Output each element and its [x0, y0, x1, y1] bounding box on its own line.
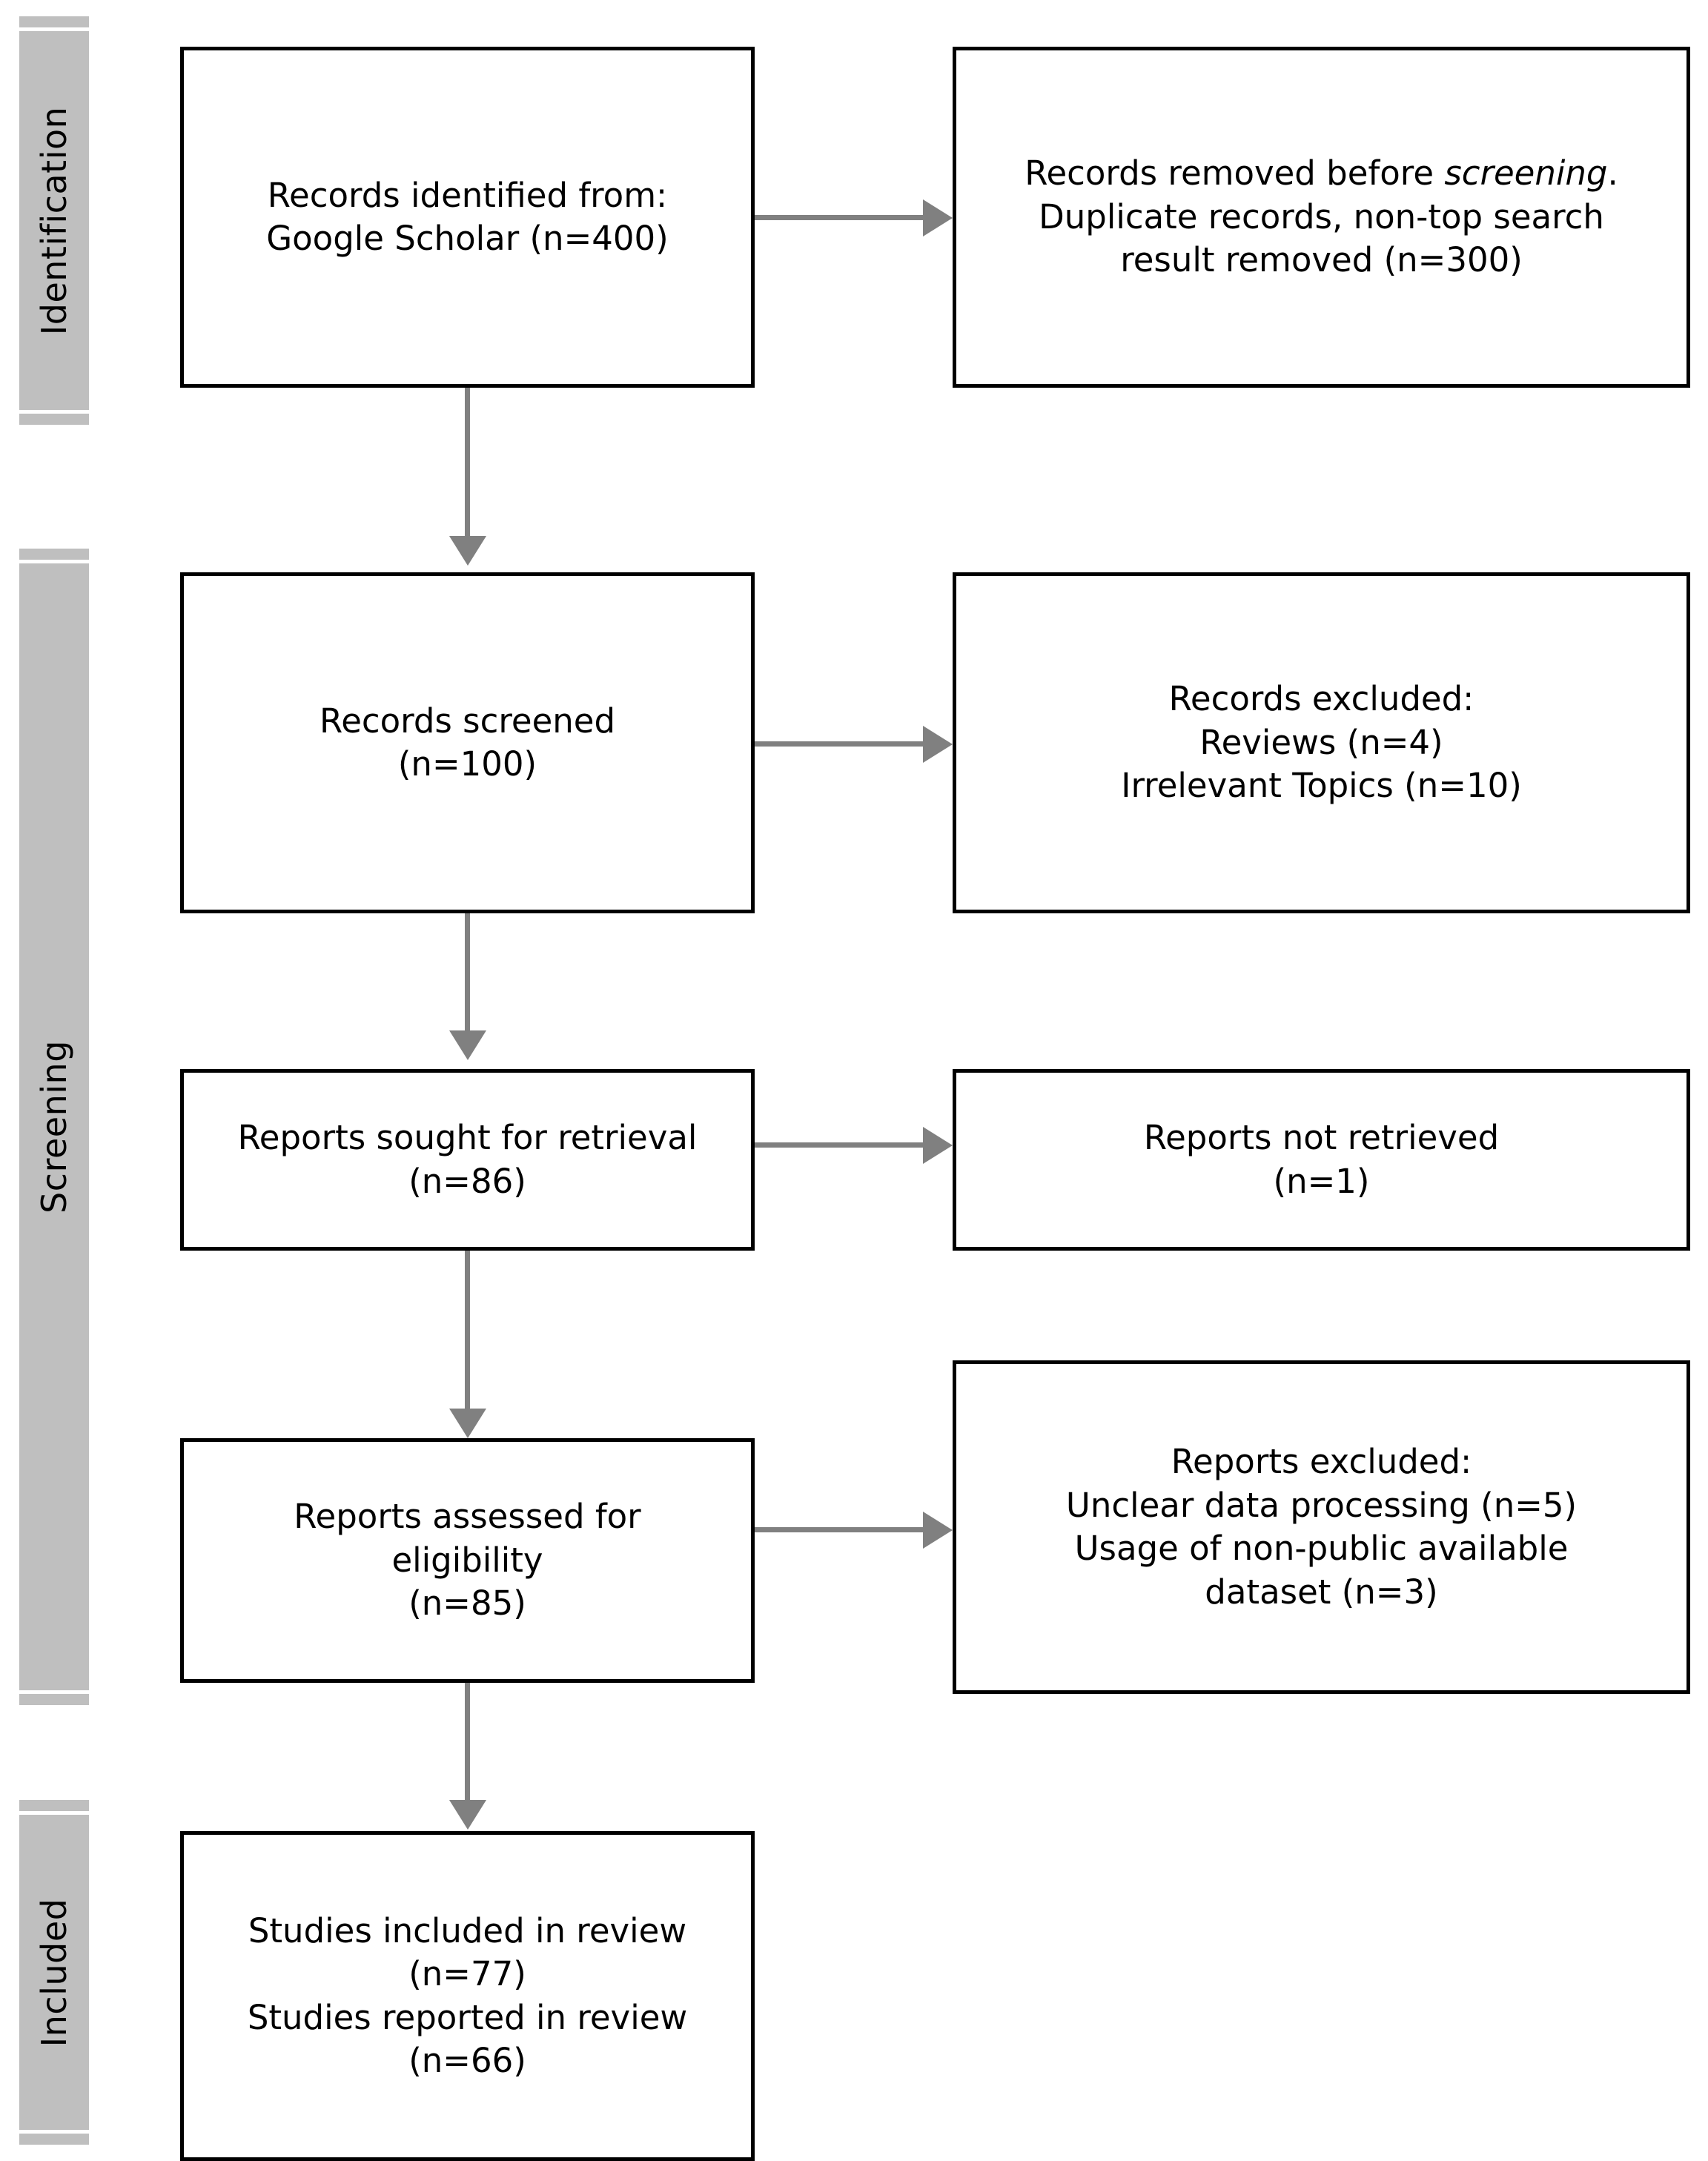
reports-not-retrieved-line1: Reports not retrieved: [1143, 1118, 1500, 1157]
studies-included-line3: Studies reported in review: [247, 1997, 688, 2037]
reports-assessed-line1: Reports assessed for: [294, 1497, 641, 1537]
records-removed-line3: result removed (n=300): [1120, 240, 1523, 280]
reports-excluded-line2: Unclear data processing (n=5): [1065, 1485, 1578, 1525]
reports-excluded-line1: Reports excluded:: [1171, 1442, 1472, 1481]
records-removed-line2: Duplicate records, non-top search: [1039, 196, 1604, 236]
box-records-excluded: Records excluded:Reviews (n=4)Irrelevant…: [953, 572, 1690, 913]
studies-included-line1: Studies included in review: [248, 1910, 687, 1950]
records-excluded-line3: Irrelevant Topics (n=10): [1121, 766, 1522, 806]
box-records-removed-text: Records removed before screening.Duplica…: [1025, 152, 1618, 282]
box-reports-sought: Reports sought for retrieval (n=86): [180, 1069, 755, 1251]
connector-assessed-to-included-arrow: [449, 1800, 486, 1830]
stage-band-screening: Screening: [19, 563, 89, 1690]
box-reports-not-retrieved-text: Reports not retrieved (n=1): [1144, 1116, 1499, 1203]
records-removed-line1-italic: screening: [1444, 153, 1608, 193]
connector-identified-to-removed-line: [755, 215, 934, 220]
reports-sought-line1: Reports sought for retrieval: [237, 1118, 698, 1157]
box-reports-not-retrieved: Reports not retrieved (n=1): [953, 1069, 1690, 1251]
records-screened-line2: (n=100): [397, 744, 537, 784]
stage-cap-screening-top: [19, 549, 89, 560]
connector-assessed-to-excluded-line: [755, 1527, 934, 1532]
reports-assessed-line2: eligibility: [391, 1540, 543, 1580]
reports-assessed-line3: (n=85): [408, 1583, 526, 1624]
records-removed-line1-suffix: .: [1607, 153, 1618, 193]
stage-band-included: Included: [19, 1815, 89, 2130]
stage-cap-included-bottom: [19, 2134, 89, 2145]
box-reports-excluded-text: Reports excluded: Unclear data processing…: [1066, 1440, 1577, 1614]
connector-assessed-to-excluded-arrow: [923, 1512, 953, 1549]
box-records-screened-text: Records screened(n=100): [320, 700, 615, 787]
stage-band-identification: Identification: [19, 31, 89, 410]
box-records-identified-text: Records identified from: Google Scholar (…: [266, 174, 668, 261]
reports-excluded-line4: dataset (n=3): [1205, 1572, 1438, 1612]
connector-sought-to-not-retrieved-arrow: [923, 1127, 953, 1164]
connector-screened-to-sought-line: [465, 913, 470, 1043]
records-identified-line1: Records identified from:: [267, 175, 668, 215]
connector-screened-to-excluded-line: [755, 741, 934, 747]
stage-label-screening: Screening: [34, 1040, 74, 1214]
box-records-screened: Records screened(n=100): [180, 572, 755, 913]
box-records-removed: Records removed before screening.Duplica…: [953, 47, 1690, 388]
studies-included-line2: (n=77): [408, 1954, 526, 1993]
box-reports-sought-text: Reports sought for retrieval (n=86): [238, 1116, 698, 1203]
stage-cap-screening-bottom: [19, 1694, 89, 1705]
connector-sought-to-assessed-line: [465, 1251, 470, 1421]
connector-sought-to-assessed-arrow: [449, 1409, 486, 1438]
box-studies-included-text: Studies included in review (n=77) Studies …: [248, 1910, 687, 2083]
connector-sought-to-not-retrieved-line: [755, 1142, 934, 1148]
stage-label-identification: Identification: [34, 106, 74, 335]
records-excluded-line1: Records excluded:: [1168, 679, 1474, 719]
records-screened-line1: Records screened: [319, 701, 616, 741]
connector-identified-to-removed-arrow: [923, 199, 953, 236]
connector-screened-to-excluded-arrow: [923, 726, 953, 763]
reports-sought-line2: (n=86): [408, 1161, 526, 1201]
stage-label-included: Included: [34, 1898, 74, 2047]
connector-identified-to-screened-arrow: [449, 536, 486, 566]
stage-cap-identification-top: [19, 16, 89, 27]
box-records-excluded-text: Records excluded:Reviews (n=4)Irrelevant…: [1121, 678, 1522, 808]
stage-cap-included-top: [19, 1800, 89, 1811]
records-identified-line2: Google Scholar (n=400): [266, 219, 669, 258]
reports-excluded-line3: Usage of non-public available: [1074, 1529, 1569, 1568]
connector-assessed-to-included-line: [465, 1683, 470, 1813]
studies-included-line4: (n=66): [408, 2041, 526, 2080]
connector-identified-to-screened-line: [465, 388, 470, 547]
box-studies-included: Studies included in review (n=77) Studies …: [180, 1831, 755, 2161]
records-removed-line1-prefix: Records removed before: [1025, 153, 1445, 193]
box-records-identified: Records identified from: Google Scholar (…: [180, 47, 755, 388]
records-excluded-line2: Reviews (n=4): [1199, 722, 1443, 762]
stage-cap-identification-bottom: [19, 414, 89, 425]
connector-screened-to-sought-arrow: [449, 1030, 486, 1060]
box-reports-excluded: Reports excluded: Unclear data processing…: [953, 1360, 1690, 1694]
reports-not-retrieved-line2: (n=1): [1273, 1161, 1370, 1201]
